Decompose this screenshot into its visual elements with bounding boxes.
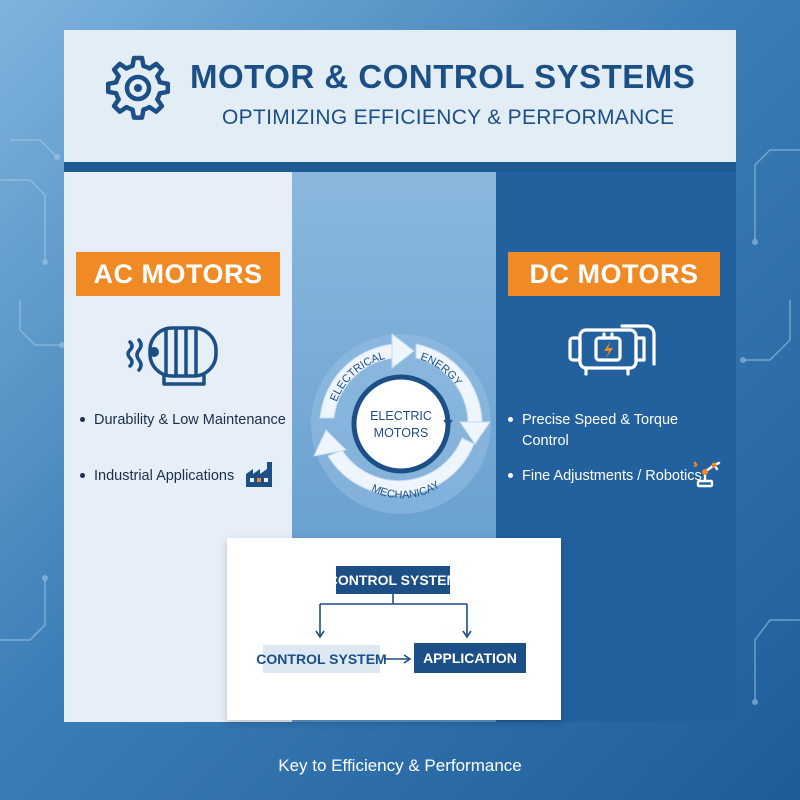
control-system-top-box: CONTROL SYSTEM <box>328 566 458 594</box>
bullet-text-line1: Precise Speed & Torque <box>522 412 679 428</box>
header-divider <box>64 162 736 172</box>
dc-bullet-precise-speed: Precise Speed & Torque Control <box>508 410 678 452</box>
page-title: MOTOR & CONTROL SYSTEMS <box>190 58 696 95</box>
bullet-text: Durability & Low Maintenance <box>94 412 286 428</box>
footer-caption: Key to Efficiency & Performance <box>278 756 522 775</box>
bullet-dot <box>80 416 85 422</box>
ac-bullet-durability: Durability & Low Maintenance <box>80 410 286 431</box>
page-subtitle: OPTIMIZING EFFICIENCY & PERFORMANCE <box>222 106 675 129</box>
header-banner <box>64 30 736 162</box>
cycle-center-line2: MOTORS <box>374 426 429 440</box>
bullet-text-line2: Control <box>522 433 569 449</box>
cycle-arrow-electrical <box>319 332 415 419</box>
bullet-dot <box>508 416 513 422</box>
dc-bullet-robotics: Fine Adjustments / Robotics <box>508 466 702 487</box>
cycle-small-arrow <box>443 410 453 427</box>
bullet-text: Industrial Applications <box>94 468 235 484</box>
bullet-text: Fine Adjustments / Robotics <box>522 468 702 484</box>
application-box: APPLICATION <box>414 643 526 673</box>
energy-cycle-diagram: ELECTRIC MOTORS ELECTRICAL ENERGY MECHAN… <box>311 332 491 514</box>
dc-motor-icon <box>568 324 656 376</box>
cycle-center <box>351 374 451 474</box>
cycle-arrow-energy <box>415 343 491 445</box>
cycle-arrow-mechanical <box>313 429 475 496</box>
ac-motors-badge: AC MOTORS <box>76 252 280 296</box>
robot-arm-icon <box>693 461 721 488</box>
dc-motors-badge: DC MOTORS <box>508 252 720 296</box>
cycle-center-line1: ELECTRIC <box>370 409 432 423</box>
ac-motor-icon <box>126 326 218 386</box>
control-system-left-box: CONTROL SYSTEM <box>256 645 387 673</box>
factory-icon <box>246 462 272 487</box>
ac-bullet-industrial: Industrial Applications <box>80 466 234 487</box>
gear-icon <box>105 55 171 120</box>
bullet-dot <box>80 472 85 478</box>
bullet-dot <box>508 472 513 478</box>
